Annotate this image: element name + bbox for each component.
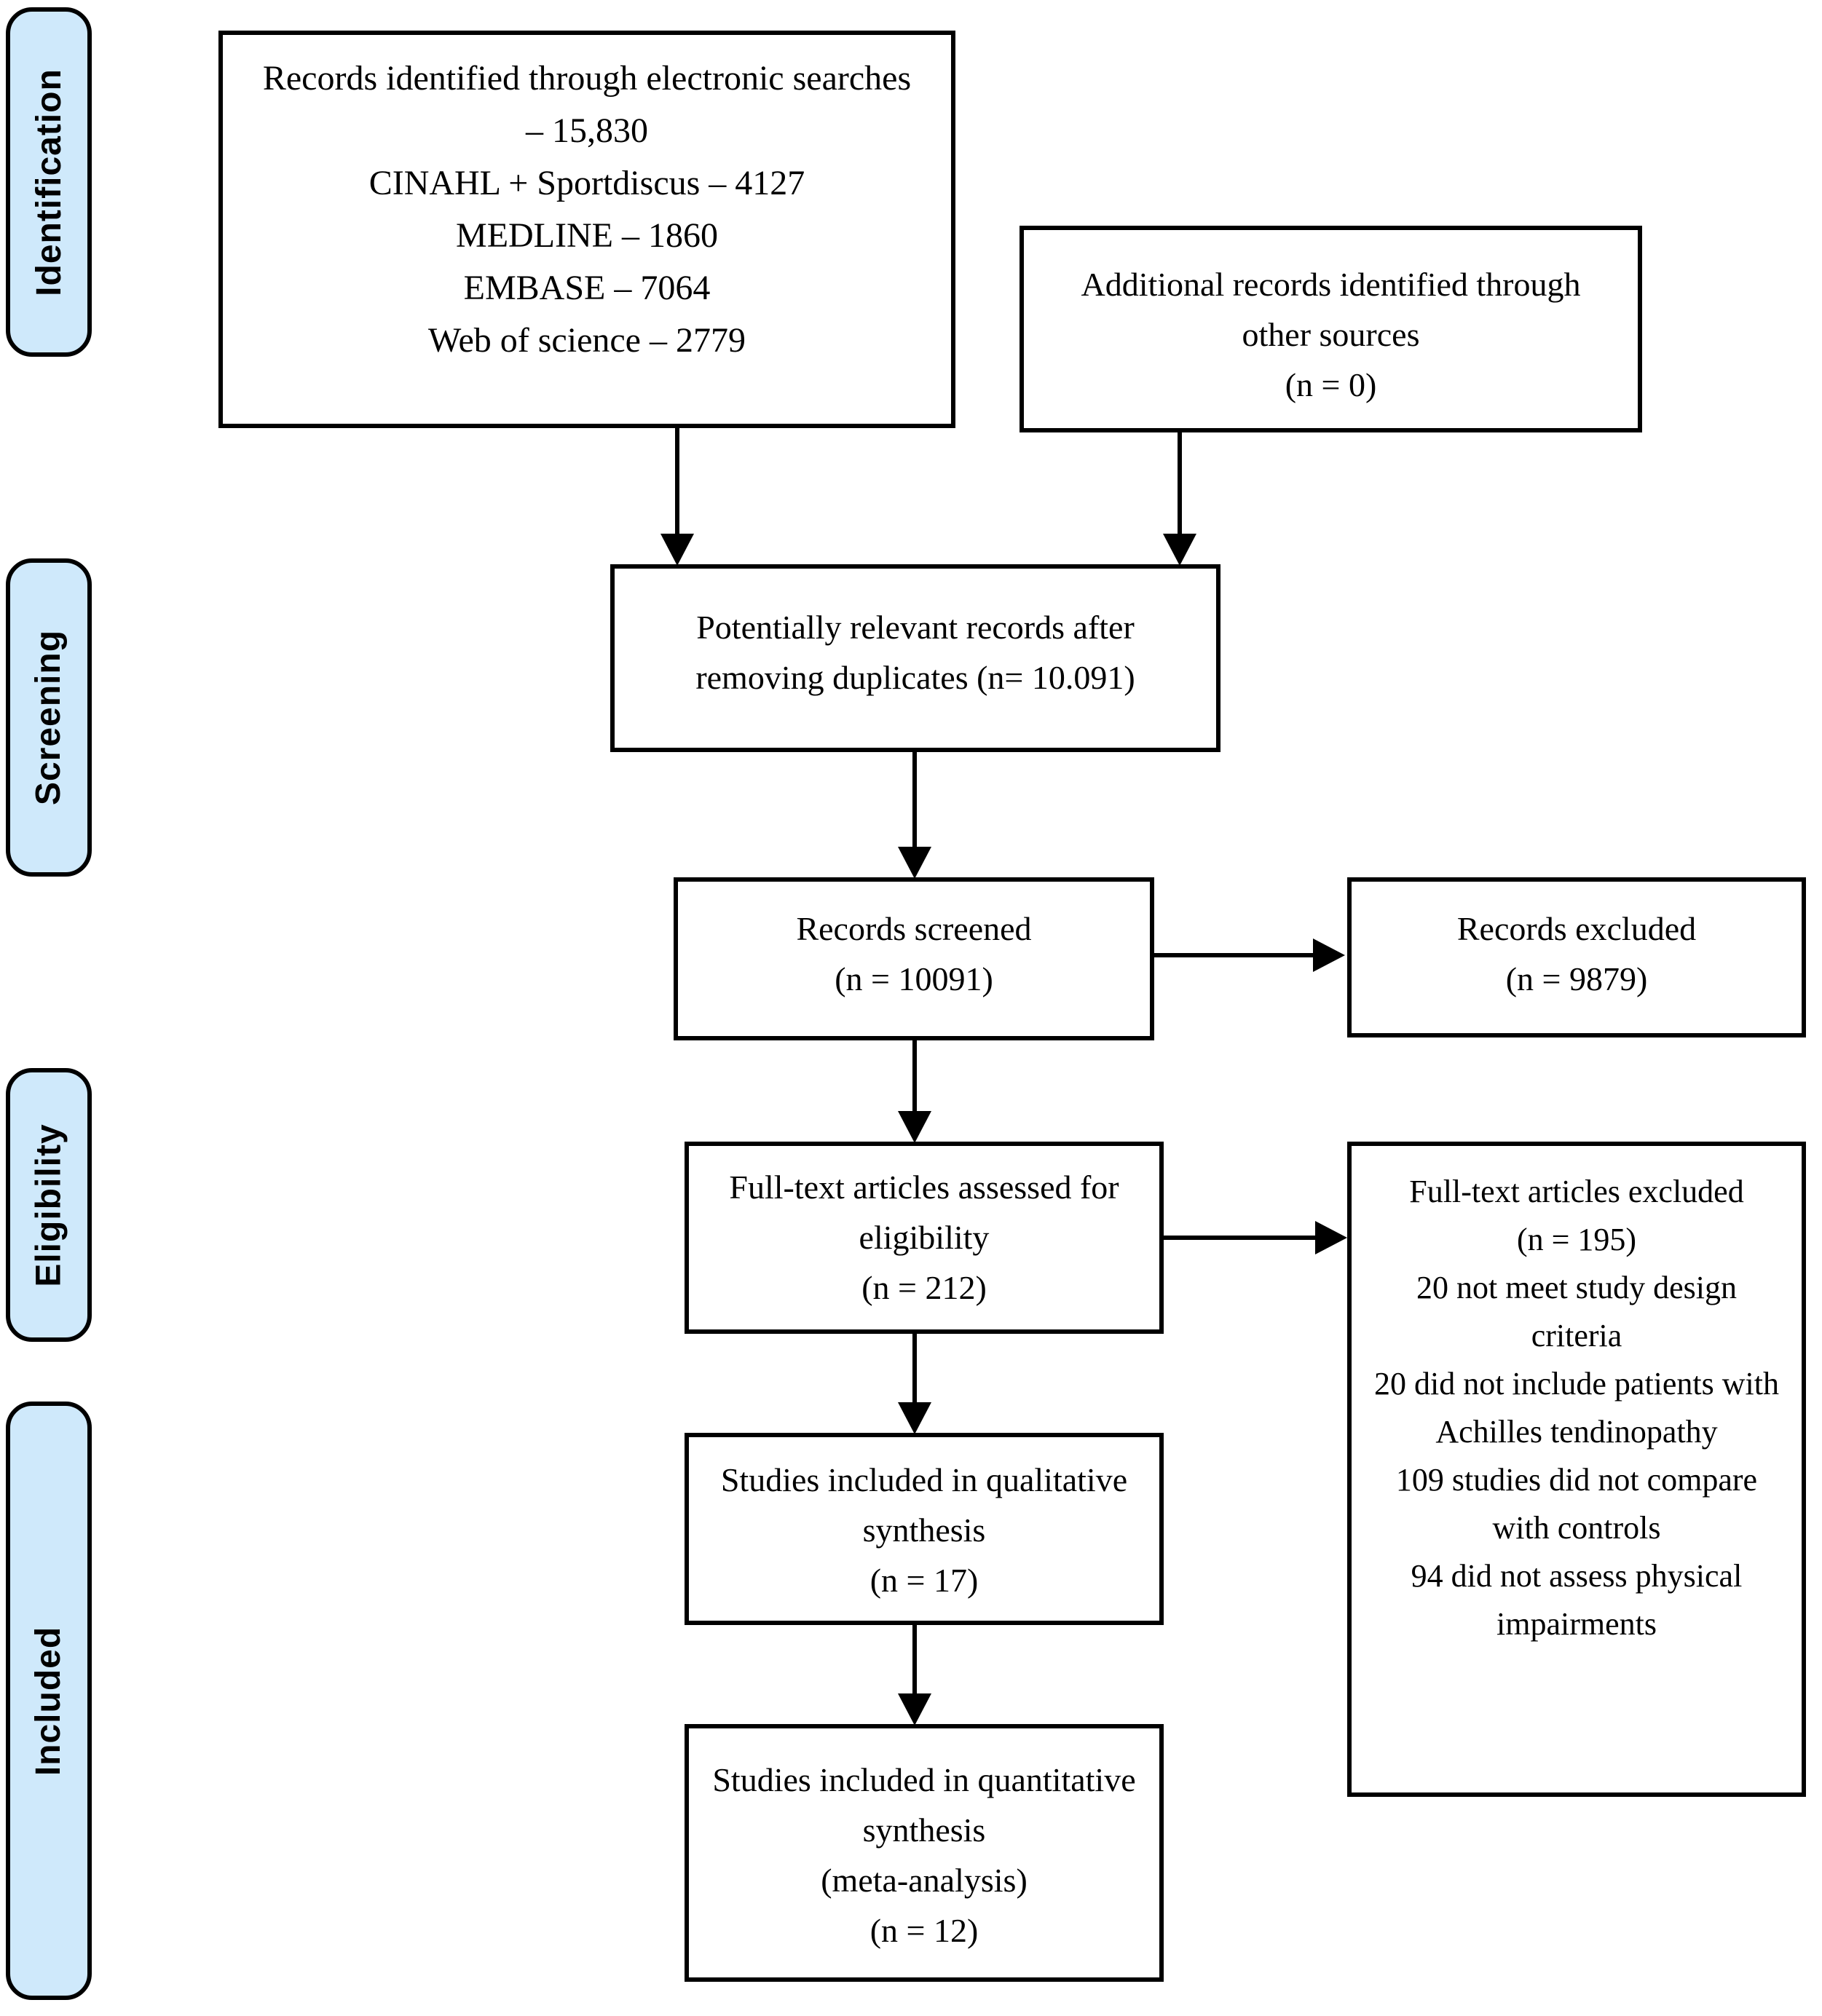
box-qualitative-synthesis: Studies included in qualitative synthesi… [685, 1433, 1164, 1625]
box-text-line: CINAHL + Sportdiscus – 4127 [368, 164, 805, 202]
box-text-line: Studies included in qualitative synthesi… [720, 1461, 1128, 1549]
box-quantitative-synthesis: Studies included in quantitative synthes… [685, 1724, 1164, 1982]
box-text-line: Records excluded [1456, 910, 1697, 947]
stage-band-identification: Identification [6, 7, 92, 357]
arrowhead-down-icon [1163, 534, 1196, 566]
arrow-line [912, 751, 917, 848]
stage-label-included: Included [29, 1626, 68, 1776]
arrow-line [675, 427, 679, 535]
arrowhead-down-icon [898, 1111, 931, 1143]
arrow-line [912, 1624, 917, 1695]
box-text-line: (n = 195) [1516, 1222, 1637, 1257]
box-text-line: 20 did not include patients with Achille… [1373, 1366, 1780, 1450]
arrow-line [1153, 953, 1314, 957]
box-records-identified: Records identified through electronic se… [218, 31, 955, 428]
arrow-line [912, 1332, 917, 1404]
box-text-line: Studies included in quantitative synthes… [712, 1761, 1136, 1849]
box-additional-records: Additional records identified through ot… [1020, 226, 1642, 432]
box-text-line: Potentially relevant records after remov… [695, 609, 1135, 696]
box-after-duplicates-removed: Potentially relevant records after remov… [610, 564, 1220, 752]
box-text-line: (n = 12) [869, 1912, 979, 1949]
arrowhead-down-icon [898, 1693, 931, 1726]
box-text-line: Web of science – 2779 [428, 321, 746, 360]
box-fulltext-excluded: Full-text articles excluded (n = 195) 20… [1347, 1142, 1806, 1797]
box-text-line: MEDLINE – 1860 [456, 216, 718, 255]
stage-band-eligibility: Eligibility [6, 1068, 92, 1342]
stage-band-included: Included [6, 1402, 92, 2000]
box-text-line: (n = 17) [869, 1562, 979, 1599]
box-text-line: Full-text articles assessed for eligibil… [729, 1169, 1119, 1256]
box-text-line: 20 not meet study design criteria [1416, 1270, 1737, 1353]
arrow-line [1178, 431, 1182, 535]
box-text-line: (meta-analysis) [821, 1862, 1028, 1899]
box-records-excluded: Records excluded (n = 9879) [1347, 877, 1806, 1037]
arrowhead-right-icon [1313, 938, 1345, 972]
arrowhead-right-icon [1315, 1221, 1347, 1254]
stage-band-screening: Screening [6, 558, 92, 877]
box-text-line: Records screened [796, 910, 1032, 947]
box-text-line: (n = 10091) [835, 960, 993, 997]
stage-label-eligibility: Eligibility [29, 1123, 68, 1287]
box-records-screened: Records screened (n = 10091) [674, 877, 1154, 1040]
stage-label-identification: Identification [29, 68, 68, 296]
arrowhead-down-icon [660, 534, 694, 566]
box-text-line: (n = 212) [861, 1269, 987, 1306]
box-text-line: (n = 0) [1285, 366, 1377, 403]
box-text-line: (n = 9879) [1505, 960, 1648, 997]
arrowhead-down-icon [898, 847, 931, 879]
box-text-line: Full-text articles excluded [1409, 1174, 1744, 1209]
box-text-line: EMBASE – 7064 [463, 269, 711, 307]
box-text-line: 94 did not assess physical impairments [1411, 1558, 1743, 1642]
stage-label-screening: Screening [29, 629, 68, 806]
arrowhead-down-icon [898, 1402, 931, 1434]
box-text-line: 109 studies did not compare with control… [1395, 1462, 1758, 1546]
box-text-line: Records identified through electronic se… [262, 59, 912, 150]
arrow-line [912, 1039, 917, 1112]
box-fulltext-assessed: Full-text articles assessed for eligibil… [685, 1142, 1164, 1334]
box-text-line: Additional records identified through ot… [1081, 266, 1581, 353]
arrow-line [1162, 1236, 1317, 1240]
